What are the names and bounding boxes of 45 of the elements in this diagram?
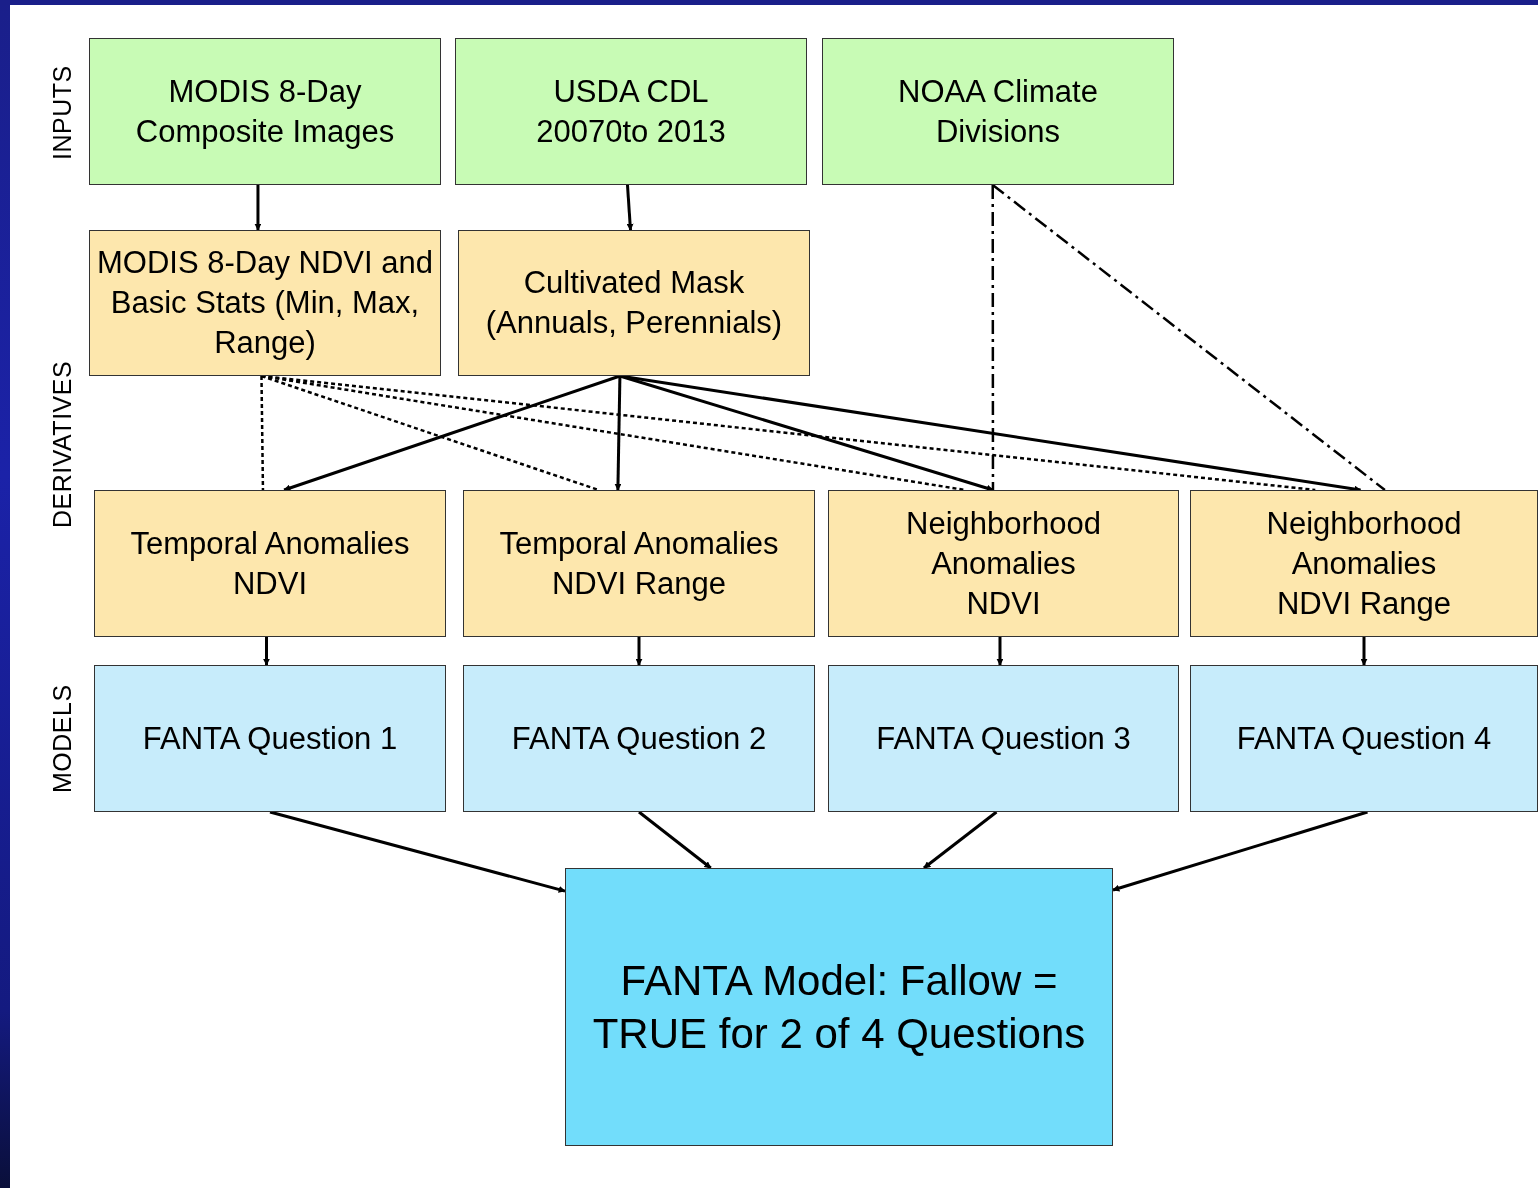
arrow	[269, 810, 566, 893]
node-text: Cultivated Mask (Annuals, Perennials)	[484, 264, 784, 342]
node-text: Temporal Anomalies NDVI Range	[498, 524, 780, 603]
arrow	[254, 185, 262, 231]
arrow	[614, 375, 622, 491]
arrow	[635, 637, 643, 666]
arrow	[638, 810, 712, 870]
derivative-box	[463, 490, 815, 637]
node-text: FANTA Question 1	[142, 719, 398, 758]
node-text: FANTA Question 4	[1236, 719, 1492, 758]
row-label: DERIVATIVES	[48, 360, 77, 528]
model-box	[94, 665, 446, 812]
arrow	[1360, 637, 1368, 666]
arrow	[626, 184, 634, 231]
row-label: INPUTS	[48, 65, 77, 160]
node-text: NOAA Climate Divisions	[897, 72, 1099, 151]
input-box	[455, 38, 807, 185]
arrow	[923, 810, 998, 870]
node-text: FANTA Model: Fallow = TRUE for 2 of 4 Questions	[591, 956, 1087, 1059]
arrow	[263, 637, 270, 666]
result-box	[565, 868, 1113, 1146]
arrow	[996, 637, 1004, 666]
input-box	[822, 38, 1174, 185]
node-text: Temporal Anomalies NDVI	[129, 524, 411, 603]
connector-line	[991, 185, 995, 490]
derivative-box	[458, 230, 810, 376]
derivative-box	[1190, 490, 1538, 637]
node-text: MODIS 8-Day NDVI and Basic Stats (Min, Max, Range)	[96, 244, 434, 362]
connector-line	[991, 184, 1386, 491]
derivative-box	[89, 230, 441, 376]
node-text: USDA CDL 20070to 2013	[535, 72, 727, 151]
node-text: Neighborhood Anomalies NDVI	[905, 504, 1102, 623]
row-label: MODELS	[48, 684, 77, 793]
derivative-box	[828, 490, 1179, 637]
node-text: FANTA Question 2	[511, 719, 767, 758]
node-text: MODIS 8-Day Composite Images	[134, 72, 396, 151]
node-text: FANTA Question 3	[876, 719, 1131, 758]
node-text: Neighborhood Anomalies NDVI Range	[1265, 504, 1463, 623]
model-box	[1190, 665, 1538, 812]
arrow	[1112, 810, 1368, 892]
model-box	[463, 665, 815, 812]
connector-line	[260, 376, 265, 490]
derivative-box	[94, 490, 446, 637]
model-box	[828, 665, 1179, 812]
input-box	[89, 38, 441, 185]
